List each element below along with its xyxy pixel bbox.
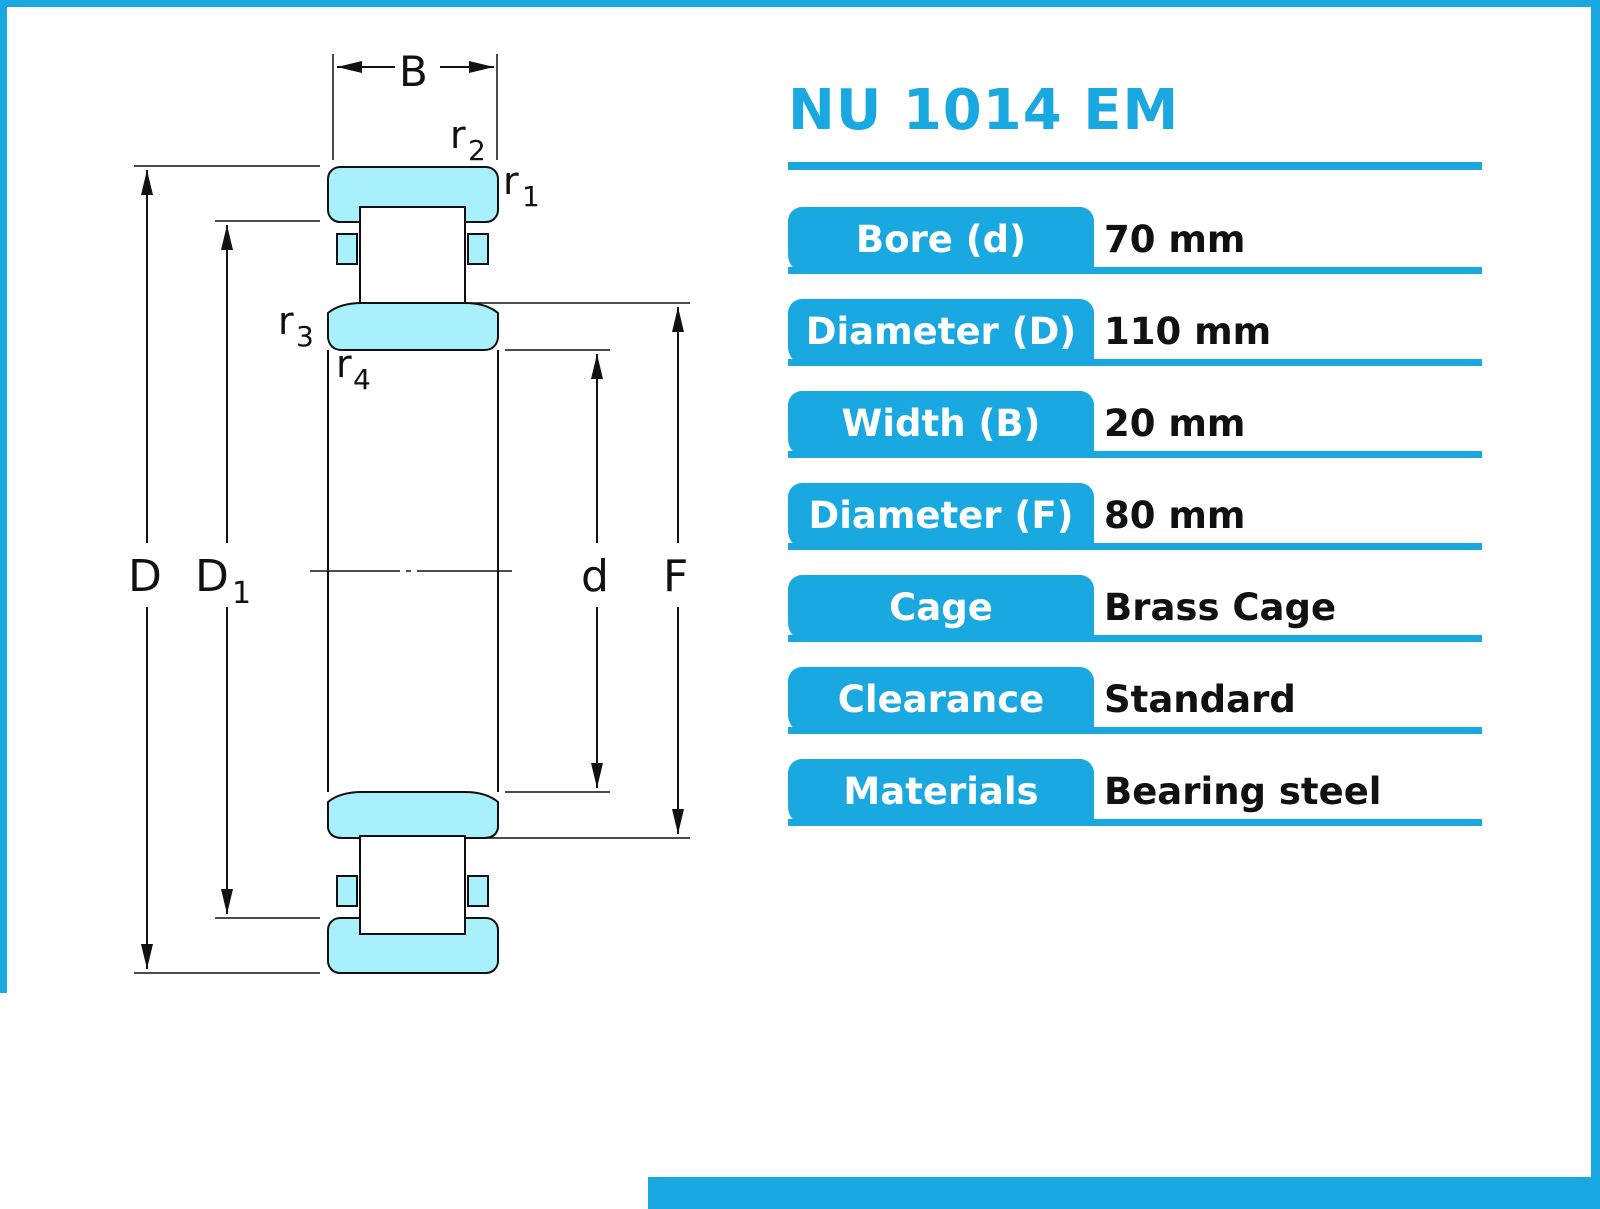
- spec-label-tab: [788, 207, 1094, 273]
- cage-top-left: [336, 233, 358, 265]
- spec-label: Cage: [889, 586, 993, 629]
- label-r3-sub: 3: [296, 320, 314, 353]
- spec-row-diameter-d: Diameter (D) 110 mm: [788, 299, 1482, 369]
- frame-bottom-bar: [648, 1177, 1600, 1209]
- spec-underline: [788, 635, 1482, 642]
- spec-label-tab: [788, 391, 1094, 457]
- spec-underline: [788, 267, 1482, 274]
- spec-label-tab: [788, 299, 1094, 365]
- dimension-labels: B D D 1 d F r 2 r 1 r 3 r 4: [128, 47, 688, 611]
- spec-underline: [788, 727, 1482, 734]
- spec-label-tab: [788, 483, 1094, 549]
- spec-value: Brass Cage: [1104, 586, 1337, 629]
- label-r4: r: [336, 342, 352, 386]
- spec-label-tab: [788, 759, 1094, 825]
- spec-label: Bore (d): [855, 218, 1027, 261]
- dim-D-arrow: [141, 170, 153, 969]
- spec-value: 110 mm: [1104, 310, 1272, 353]
- spec-underline: [788, 543, 1482, 550]
- spec-row-bore: Bore (d) 70 mm: [788, 207, 1482, 277]
- spec-label: Diameter (D): [805, 310, 1077, 353]
- title-underline: [788, 162, 1482, 170]
- spec-underline: [788, 819, 1482, 826]
- spec-row-clearance: Clearance Standard: [788, 667, 1482, 737]
- frame-right-border: [1591, 0, 1600, 1209]
- spec-label: Clearance: [837, 678, 1045, 721]
- spec-label-tab: [788, 575, 1094, 641]
- label-F: F: [663, 551, 688, 602]
- spec-value: 70 mm: [1104, 218, 1246, 261]
- label-r2-sub: 2: [468, 134, 486, 167]
- label-r1: r: [503, 159, 519, 203]
- bearing-cross-section-diagram: B D D 1 d F r 2 r 1 r 3 r 4: [128, 47, 690, 974]
- spec-row-cage: Cage Brass Cage: [788, 575, 1482, 645]
- label-D1: D: [195, 551, 229, 602]
- dim-B-arrow: [337, 61, 494, 73]
- inner-ring-bottom: [327, 791, 499, 839]
- frame-top-border: [0, 0, 1600, 7]
- spec-value: 80 mm: [1104, 494, 1246, 537]
- label-r2: r: [450, 113, 466, 157]
- spec-label: Width (B): [841, 402, 1041, 445]
- roller-top: [359, 206, 466, 306]
- spec-row-diameter-f: Diameter (F) 80 mm: [788, 483, 1482, 553]
- dimension-lines: [141, 61, 684, 969]
- spec-value: 20 mm: [1104, 402, 1246, 445]
- spec-row-materials: Materials Bearing steel: [788, 759, 1482, 829]
- dim-D1-arrow: [221, 225, 233, 914]
- inner-ring-top: [327, 302, 499, 351]
- label-r1-sub: 1: [522, 180, 540, 213]
- product-title: NU 1014 EM: [788, 78, 1180, 143]
- cage-bottom-left: [336, 875, 358, 907]
- cage-bottom-right: [467, 875, 489, 907]
- spec-label-tab: [788, 667, 1094, 733]
- spec-label: Diameter (F): [808, 494, 1074, 537]
- label-B: B: [399, 47, 428, 96]
- label-d: d: [581, 551, 609, 602]
- bearing-body: [327, 166, 499, 974]
- cage-top-right: [467, 233, 489, 265]
- label-r4-sub: 4: [353, 363, 371, 396]
- label-D: D: [128, 551, 162, 602]
- roller-bottom: [359, 835, 466, 935]
- spec-value: Standard: [1104, 678, 1296, 721]
- spec-row-width: Width (B) 20 mm: [788, 391, 1482, 461]
- dim-d-arrow: [591, 354, 603, 788]
- spec-underline: [788, 359, 1482, 366]
- spec-value: Bearing steel: [1104, 770, 1382, 813]
- extension-lines: [134, 54, 690, 974]
- spec-underline: [788, 451, 1482, 458]
- frame-left-border: [0, 0, 7, 993]
- label-r3: r: [278, 299, 294, 343]
- label-D1-sub: 1: [232, 576, 251, 611]
- dim-F-arrow: [672, 307, 684, 834]
- spec-label: Materials: [843, 770, 1039, 813]
